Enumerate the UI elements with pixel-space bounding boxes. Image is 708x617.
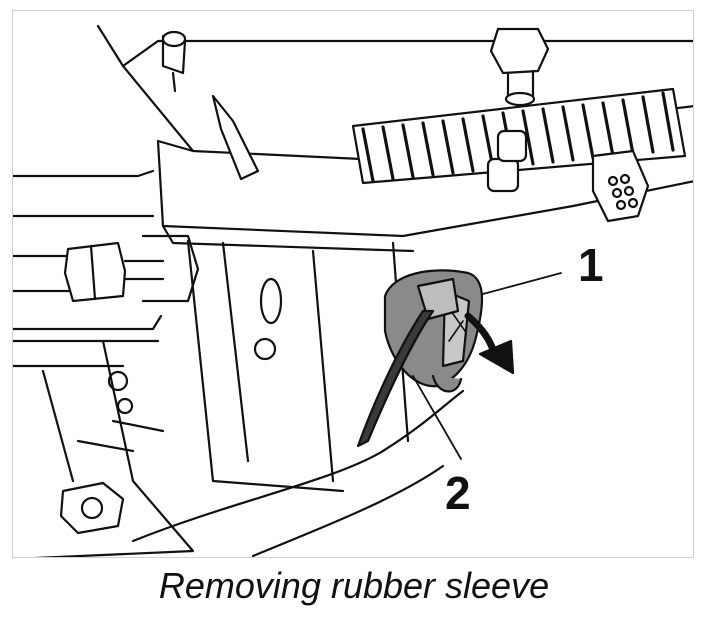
- wire-clip: [211, 94, 260, 181]
- diagram-figure: 1 2: [12, 10, 694, 558]
- left-tubes: [13, 169, 163, 368]
- removal-arrow: [464, 312, 515, 375]
- cable: [356, 309, 435, 448]
- top-right-bolt: [489, 27, 550, 107]
- lower-left-bracket: [33, 339, 195, 557]
- callout-number-1: 1: [578, 239, 604, 291]
- leader-line-1: [482, 272, 562, 295]
- callout-number-2: 2: [445, 467, 471, 519]
- leader-lines: [412, 272, 562, 460]
- leader-line-2: [412, 375, 462, 460]
- rail-studs: [486, 129, 528, 193]
- figure-caption: Removing rubber sleeve: [158, 565, 550, 606]
- bottom-left-bolt: [59, 481, 125, 535]
- top-bolt: [161, 30, 187, 93]
- casting-edge: [131, 389, 465, 557]
- left-nut-fitting: [63, 234, 200, 303]
- center-panel: [186, 239, 410, 493]
- multi-pin-connector: [591, 149, 650, 223]
- rubber-sleeve: [383, 269, 484, 393]
